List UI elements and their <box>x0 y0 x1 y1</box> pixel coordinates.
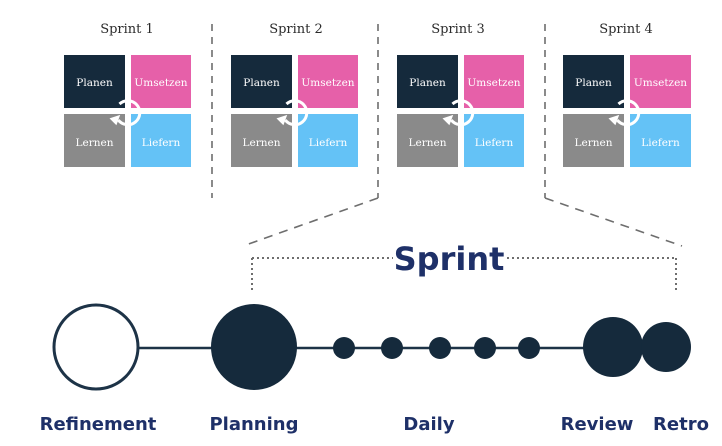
circular-arrow-icon <box>109 99 142 127</box>
refinement-node <box>52 303 140 391</box>
quadrant-label-umsetzen: Umsetzen <box>634 77 687 89</box>
quadrant-umsetzen <box>630 55 691 108</box>
retro-node <box>641 322 691 372</box>
quadrant-label-lernen: Lernen <box>575 137 613 149</box>
circular-arrow-icon <box>276 99 309 127</box>
circular-arrow-icon <box>442 99 475 127</box>
daily-node <box>381 337 403 359</box>
zoom-line-right <box>544 197 683 247</box>
sprint-block-1: Sprint 1 Planen Umsetzen Lernen Liefern <box>64 22 191 167</box>
quadrant-umsetzen <box>464 55 524 108</box>
quadrant-liefern <box>131 114 191 167</box>
sprint-block-2: Sprint 2 Planen Umsetzen Lernen Liefern <box>231 22 358 167</box>
sprint-block-4: Sprint 4 Planen Umsetzen Lernen Liefern <box>563 22 691 167</box>
quadrant-label-umsetzen: Umsetzen <box>134 77 187 89</box>
quadrant-label-planen: Planen <box>243 77 280 89</box>
planning-node <box>211 304 297 390</box>
quadrant-umsetzen <box>298 55 358 108</box>
sprint-heading: Sprint <box>394 240 505 278</box>
quadrant-label-planen: Planen <box>409 77 446 89</box>
sprint-title: Sprint 3 <box>431 22 485 37</box>
quadrant-planen <box>397 55 458 108</box>
quadrant-label-liefern: Liefern <box>475 137 514 149</box>
quadrant-label-umsetzen: Umsetzen <box>301 77 354 89</box>
quadrant-liefern <box>298 114 358 167</box>
quadrant-planen <box>64 55 125 108</box>
quadrant-planen <box>231 55 292 108</box>
sprint-bracket <box>251 257 677 292</box>
daily-node <box>333 337 355 359</box>
quadrant-label-umsetzen: Umsetzen <box>467 77 520 89</box>
quadrant-label-lernen: Lernen <box>243 137 281 149</box>
daily-node <box>474 337 496 359</box>
daily-node <box>429 337 451 359</box>
zoom-line-left <box>242 197 379 247</box>
circular-arrow-icon <box>608 99 641 127</box>
sprint-title: Sprint 1 <box>100 22 154 37</box>
daily-node <box>518 337 540 359</box>
review-node <box>583 317 643 377</box>
sprint-title: Sprint 2 <box>269 22 323 37</box>
quadrant-label-lernen: Lernen <box>76 137 114 149</box>
quadrant-label-liefern: Liefern <box>142 137 181 149</box>
quadrant-label-planen: Planen <box>575 77 612 89</box>
quadrant-liefern <box>630 114 691 167</box>
sprint-block-3: Sprint 3 Planen Umsetzen Lernen Liefern <box>397 22 524 167</box>
quadrant-label-lernen: Lernen <box>409 137 447 149</box>
quadrant-planen <box>563 55 624 108</box>
label-planning: Planning <box>209 414 298 435</box>
label-retro: Retro <box>653 414 709 435</box>
label-daily: Daily <box>403 414 454 435</box>
quadrant-label-liefern: Liefern <box>641 137 680 149</box>
quadrant-liefern <box>464 114 524 167</box>
quadrant-label-liefern: Liefern <box>309 137 348 149</box>
quadrant-umsetzen <box>131 55 191 108</box>
label-review: Review <box>561 414 634 435</box>
label-refinement: Refinement <box>40 414 157 435</box>
sprint-title: Sprint 4 <box>599 22 653 37</box>
quadrant-label-planen: Planen <box>76 77 113 89</box>
